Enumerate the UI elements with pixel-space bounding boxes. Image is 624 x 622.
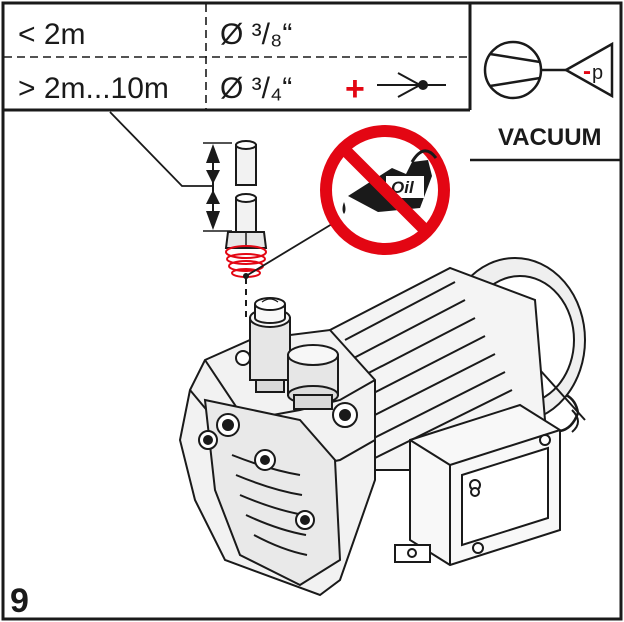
no-oil-prohibition-sign: Oil <box>320 125 450 255</box>
leader-line <box>109 111 214 187</box>
vacuum-pump-illustration <box>178 257 586 597</box>
prohibition-leader <box>245 223 333 277</box>
pressure-sign: - <box>583 58 591 85</box>
leader-dot <box>243 273 249 279</box>
exhaust-port-cap <box>287 344 339 410</box>
hose-nipple-fitting <box>224 193 268 249</box>
pressure-letter: p <box>592 62 603 84</box>
hose-short <box>235 140 257 186</box>
pump-housing <box>178 328 376 597</box>
vacuum-label: VACUUM <box>498 124 602 151</box>
row1-length: < 2m <box>18 18 86 51</box>
thread-seal-highlight <box>225 245 267 278</box>
oil-label: Oil <box>391 178 415 197</box>
terminal-box <box>394 403 561 567</box>
row2-length: > 2m...10m <box>18 72 169 105</box>
check-valve-icon <box>377 72 446 98</box>
length-dimension-arrows <box>203 142 232 232</box>
row2-plus-sign: + <box>345 70 365 108</box>
oil-can-icon: Oil <box>342 149 438 214</box>
suction-port-cap <box>249 297 291 393</box>
row2-diameter: Ø ³/₄“ <box>220 72 292 105</box>
figure-number: 9 <box>10 582 29 620</box>
vacuum-symbol-box: - p VACUUM <box>470 40 621 162</box>
vacuum-pump-icon <box>483 40 614 100</box>
row1-diameter: Ø ³/₈“ <box>220 18 292 51</box>
hose-diameter-table: < 2m Ø ³/₈“ > 2m...10m Ø ³/₄“ + <box>4 4 472 112</box>
